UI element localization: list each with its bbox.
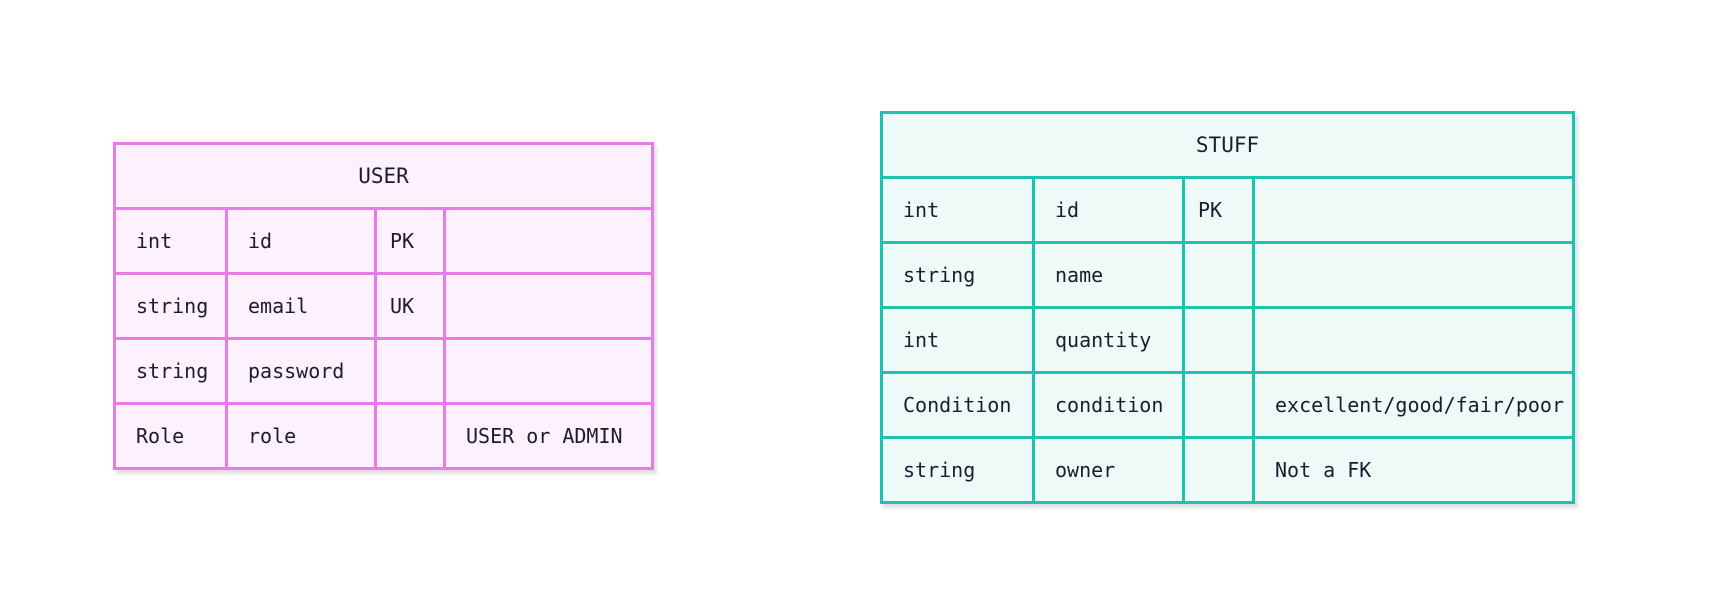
- attr-name-cell: condition: [1032, 371, 1185, 439]
- attr-key-cell: PK: [1182, 176, 1255, 244]
- attr-name-cell: role: [225, 402, 377, 470]
- attr-comment-cell: Not a FK: [1251, 436, 1576, 504]
- attr-type-cell: int: [880, 306, 1035, 374]
- attr-type-cell: Condition: [880, 371, 1035, 439]
- attr-key-cell: [1182, 371, 1255, 439]
- attr-comment-cell: [1251, 241, 1576, 309]
- attribute-row: int quantity: [880, 306, 1576, 374]
- attr-type-cell: Role: [113, 402, 228, 470]
- attribute-row: string name: [880, 241, 1576, 309]
- attr-type-cell: int: [880, 176, 1035, 244]
- attr-key-cell: [1182, 306, 1255, 374]
- attr-type-cell: int: [113, 207, 228, 275]
- entity-user-title-row: USER: [112, 142, 655, 210]
- attr-comment-cell: [442, 207, 655, 275]
- attr-type-cell: string: [880, 241, 1035, 309]
- attr-comment-cell: [1251, 176, 1576, 244]
- attr-comment-cell: excellent/good/fair/poor: [1251, 371, 1576, 439]
- attr-comment-cell: [1251, 306, 1576, 374]
- attr-name-cell: id: [225, 207, 377, 275]
- attribute-row: int id PK: [880, 176, 1576, 244]
- attr-name-cell: email: [225, 272, 377, 340]
- attr-key-cell: UK: [374, 272, 446, 340]
- attr-name-cell: name: [1032, 241, 1185, 309]
- attr-key-cell: [374, 402, 446, 470]
- attribute-row: Role role USER or ADMIN: [113, 402, 655, 470]
- attr-type-cell: string: [113, 337, 228, 405]
- entity-stuff-title-row: STUFF: [879, 111, 1576, 179]
- attr-type-cell: string: [113, 272, 228, 340]
- attribute-row: string owner Not a FK: [880, 436, 1576, 504]
- attr-type-cell: string: [880, 436, 1035, 504]
- attr-name-cell: owner: [1032, 436, 1185, 504]
- entity-stuff: STUFF int id PK string name int quantity: [879, 111, 1576, 504]
- attribute-row: string password: [113, 337, 655, 405]
- attribute-row: Condition condition excellent/good/fair/…: [880, 371, 1576, 439]
- attr-name-cell: id: [1032, 176, 1185, 244]
- attribute-row: string email UK: [113, 272, 655, 340]
- attr-key-cell: [374, 337, 446, 405]
- attr-name-cell: quantity: [1032, 306, 1185, 374]
- attr-comment-cell: [442, 337, 655, 405]
- attr-key-cell: [1182, 241, 1255, 309]
- entity-user: USER int id PK string email UK string pa…: [112, 142, 655, 470]
- attribute-row: int id PK: [113, 207, 655, 275]
- attr-key-cell: PK: [374, 207, 446, 275]
- attr-key-cell: [1182, 436, 1255, 504]
- entity-title: USER: [112, 142, 655, 210]
- attr-name-cell: password: [225, 337, 377, 405]
- attr-comment-cell: [442, 272, 655, 340]
- entity-title: STUFF: [879, 111, 1576, 179]
- attr-comment-cell: USER or ADMIN: [442, 402, 655, 470]
